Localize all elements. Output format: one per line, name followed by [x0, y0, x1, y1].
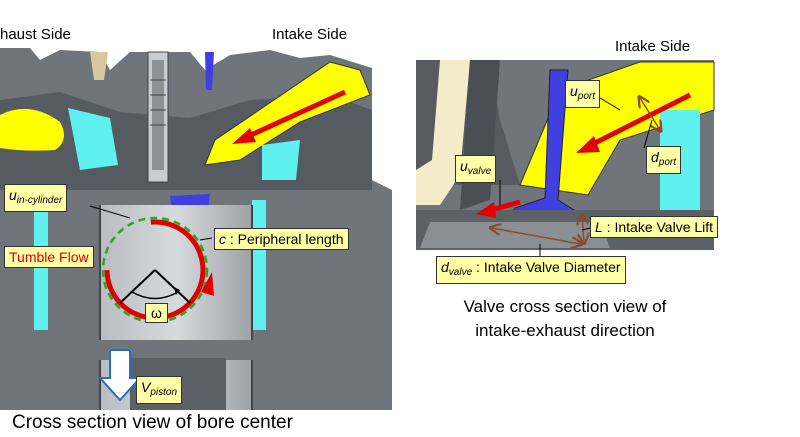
- c-text: : Peripheral length: [226, 231, 344, 247]
- right-caption-line2: intake-exhaust direction: [475, 321, 655, 340]
- tumble-flow-tag: Tumble Flow: [4, 246, 94, 268]
- valve-diameter-tag: dvalve : Intake Valve Diameter: [436, 256, 626, 284]
- u-valve-tag: uvalve: [455, 155, 497, 183]
- right-caption-line1: Valve cross section view of: [463, 297, 667, 316]
- u-valve-subscript: valve: [467, 166, 492, 177]
- d-port-symbol: d: [651, 149, 659, 165]
- v-symbol: V: [141, 379, 151, 395]
- left-caption: Cross section view of bore center: [12, 412, 293, 433]
- u-symbol: u: [9, 187, 17, 203]
- v-subscript: piston: [150, 387, 178, 398]
- intake-side-label-left: Intake Side: [272, 26, 348, 43]
- d-port-tag: dport: [646, 146, 682, 174]
- u-subscript: in-cylinder: [16, 195, 63, 206]
- d-port-subscript: port: [658, 157, 677, 168]
- u-port-subscript: port: [577, 91, 596, 102]
- omega-tag: ω: [145, 303, 168, 323]
- c-symbol: c: [219, 231, 226, 247]
- peripheral-length-tag: c : Peripheral length: [214, 228, 349, 250]
- u-in-cylinder-tag: uin-cylinder: [4, 184, 68, 212]
- v-piston-tag: Vpiston: [136, 376, 183, 404]
- exhaust-side-label: haust Side: [0, 26, 71, 43]
- valve-lift-tag: L : Intake Valve Lift: [590, 216, 719, 238]
- intake-side-label-right: Intake Side: [615, 38, 691, 55]
- u-port-symbol: u: [570, 83, 578, 99]
- bore-cross-section: [0, 48, 392, 410]
- d-valve-text: : Intake Valve Diameter: [472, 259, 621, 275]
- d-valve-subscript: valve: [448, 267, 473, 278]
- right-caption: Valve cross section view of intake-exhau…: [420, 295, 710, 343]
- d-valve-symbol: d: [441, 259, 449, 275]
- u-port-tag: uport: [565, 80, 601, 108]
- l-symbol: L: [595, 219, 603, 235]
- l-text: : Intake Valve Lift: [602, 219, 714, 235]
- u-valve-symbol: u: [460, 158, 468, 174]
